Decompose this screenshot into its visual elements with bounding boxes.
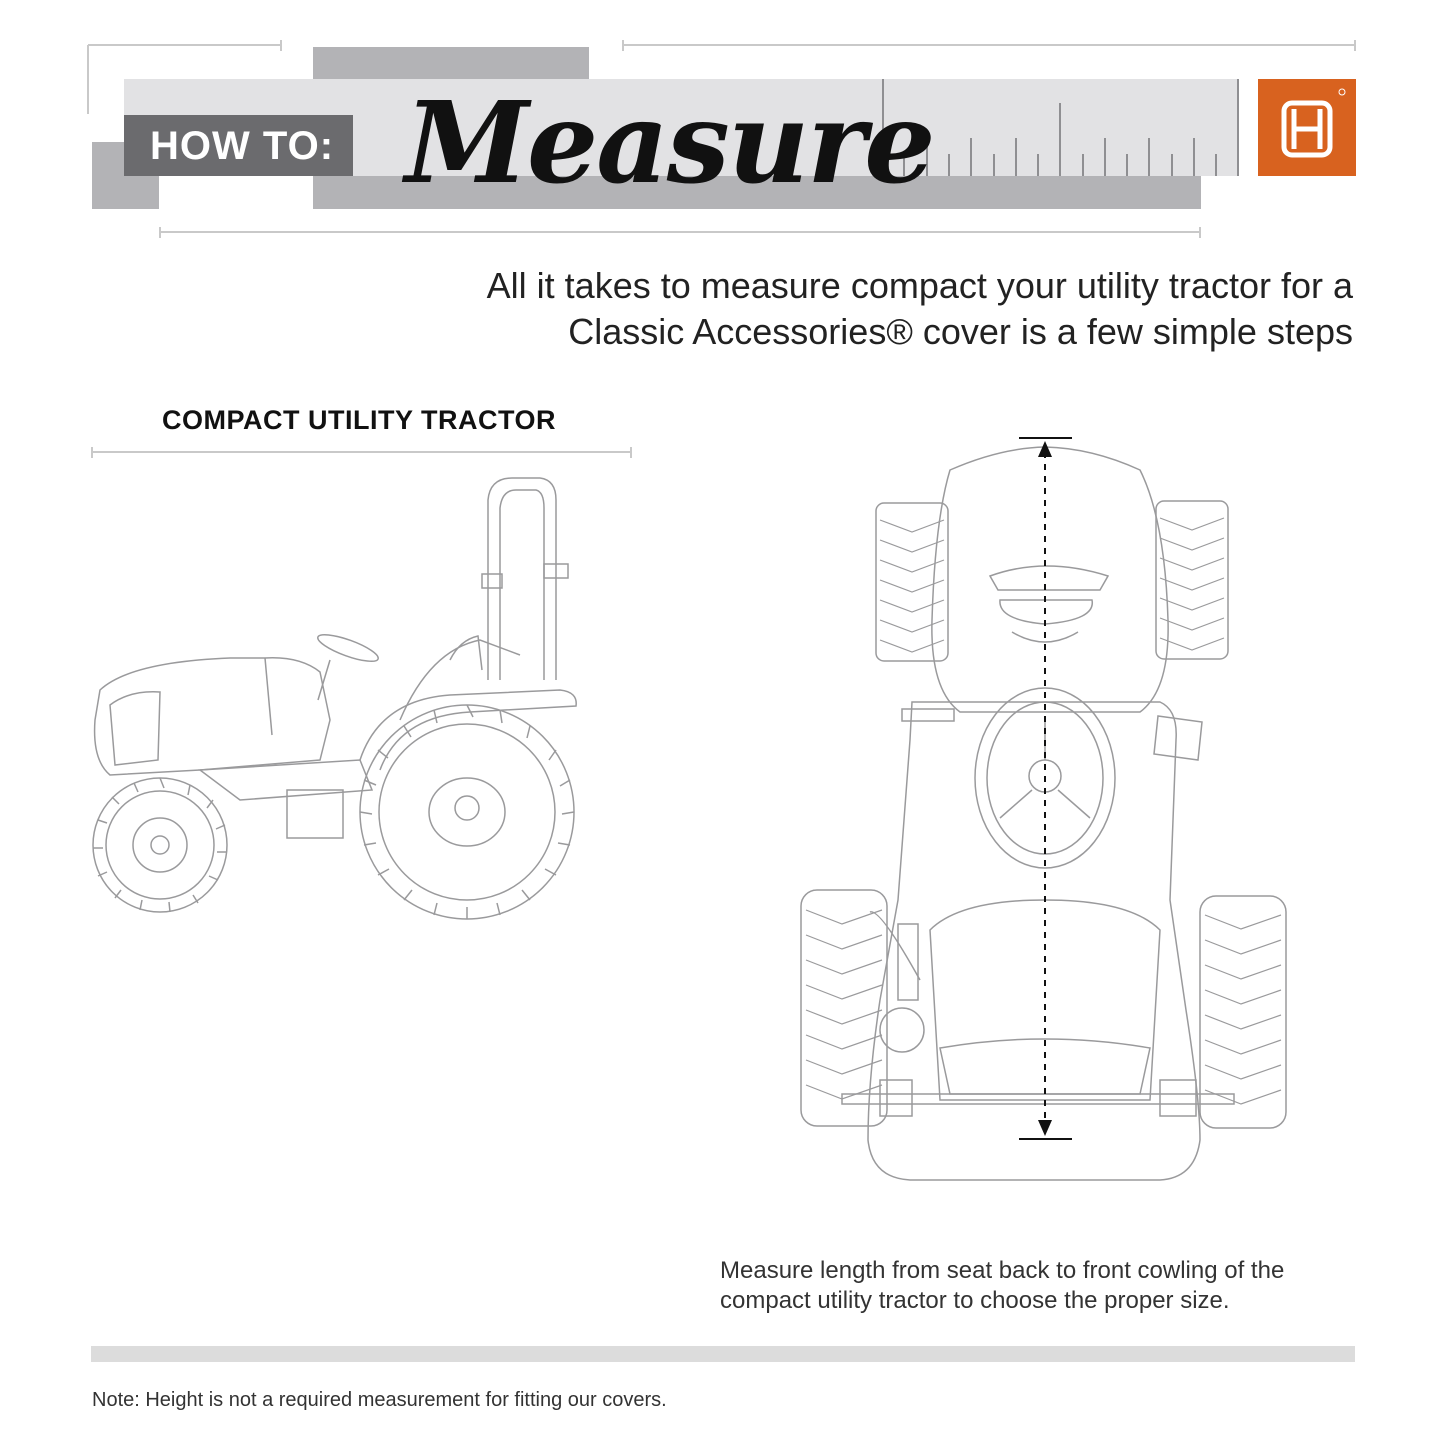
intro-text: All it takes to measure compact your uti… xyxy=(393,263,1353,355)
intro-line-1: All it takes to measure compact your uti… xyxy=(486,265,1353,306)
footnote: Note: Height is not a required measureme… xyxy=(92,1389,667,1411)
page-title: Measure xyxy=(405,78,936,209)
howto-badge xyxy=(124,115,353,176)
section-title: COMPACT UTILITY TRACTOR xyxy=(162,405,556,435)
instruction-line-2: compact utility tractor to choose the pr… xyxy=(720,1287,1230,1314)
howto-label: HOW TO: xyxy=(150,124,335,168)
instruction-caption: Measure length from seat back to front c… xyxy=(720,1256,1370,1316)
instruction-line-1: Measure length from seat back to front c… xyxy=(720,1257,1285,1284)
tire-treads xyxy=(805,517,1282,1105)
intro-line-2: Classic Accessories® cover is a few simp… xyxy=(568,311,1353,352)
classic-accessories-logo-icon xyxy=(1258,79,1356,176)
measurement-arrow xyxy=(1019,437,1072,1140)
footer-divider xyxy=(91,1346,1355,1362)
ruler-ticks xyxy=(882,79,1239,176)
